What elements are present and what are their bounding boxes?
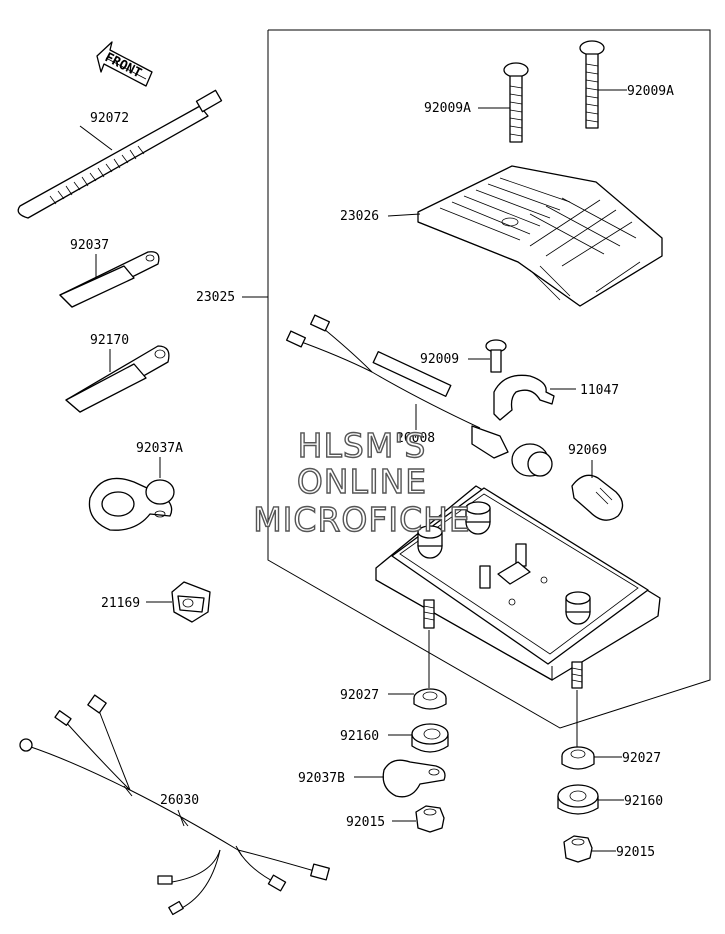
part-92160-damper-right — [557, 784, 599, 815]
label-92037B: 92037B — [298, 771, 345, 786]
label-92009: 92009 — [420, 352, 459, 367]
housing-studs — [423, 599, 583, 748]
part-92009-screw — [485, 339, 507, 373]
label-92009A-right: 92009A — [627, 84, 674, 99]
label-92160-left: 92160 — [340, 729, 379, 744]
part-92009A-screw-left — [503, 62, 529, 143]
label-21169: 21169 — [101, 596, 140, 611]
watermark: HLSM'S ONLINE MICROFICHE — [253, 425, 471, 539]
assembly-frame — [242, 29, 711, 729]
front-arrow: FRONT — [96, 41, 153, 87]
label-23026: 23026 — [340, 209, 379, 224]
part-92037A-clamp — [88, 477, 175, 531]
label-92072: 92072 — [90, 111, 129, 126]
label-92160-right: 92160 — [624, 794, 663, 809]
part-92015-nut-right — [563, 835, 593, 863]
label-26008: 26008 — [396, 431, 435, 446]
label-92037A: 92037A — [136, 441, 183, 456]
part-23026-lens — [417, 165, 663, 307]
part-92069-bulb — [571, 474, 624, 521]
label-26030: 26030 — [160, 793, 199, 808]
label-92015-left: 92015 — [346, 815, 385, 830]
label-92027-left: 92027 — [340, 688, 379, 703]
label-92009A-left: 92009A — [424, 101, 471, 116]
part-92037-bracket — [59, 251, 160, 308]
part-92160-damper-left — [411, 723, 449, 753]
part-26030-harness — [19, 694, 330, 916]
label-11047: 11047 — [580, 383, 619, 398]
part-92170-bracket — [65, 345, 170, 413]
part-92027-grommet-right — [561, 746, 595, 770]
front-label: FRONT — [102, 50, 144, 81]
label-92015-right: 92015 — [616, 845, 655, 860]
part-11047-clamp — [493, 374, 555, 421]
part-92037B-clamp — [382, 759, 446, 798]
label-92027-right: 92027 — [622, 751, 661, 766]
part-21169-nut — [171, 581, 211, 623]
watermark-line3: MICROFICHE — [253, 500, 471, 539]
housing — [375, 485, 661, 681]
watermark-line1: HLSM'S — [298, 426, 427, 465]
part-92027-grommet-left — [413, 688, 447, 710]
part-92072-cable-tie — [17, 89, 223, 219]
part-92009A-screw-right — [579, 40, 605, 129]
label-92170: 92170 — [90, 333, 129, 348]
part-26008-socket-harness — [285, 314, 553, 477]
label-92037: 92037 — [70, 238, 109, 253]
label-92069: 92069 — [568, 443, 607, 458]
part-92015-nut-left — [415, 805, 445, 833]
label-23025: 23025 — [196, 290, 235, 305]
watermark-line2: ONLINE — [297, 462, 427, 501]
